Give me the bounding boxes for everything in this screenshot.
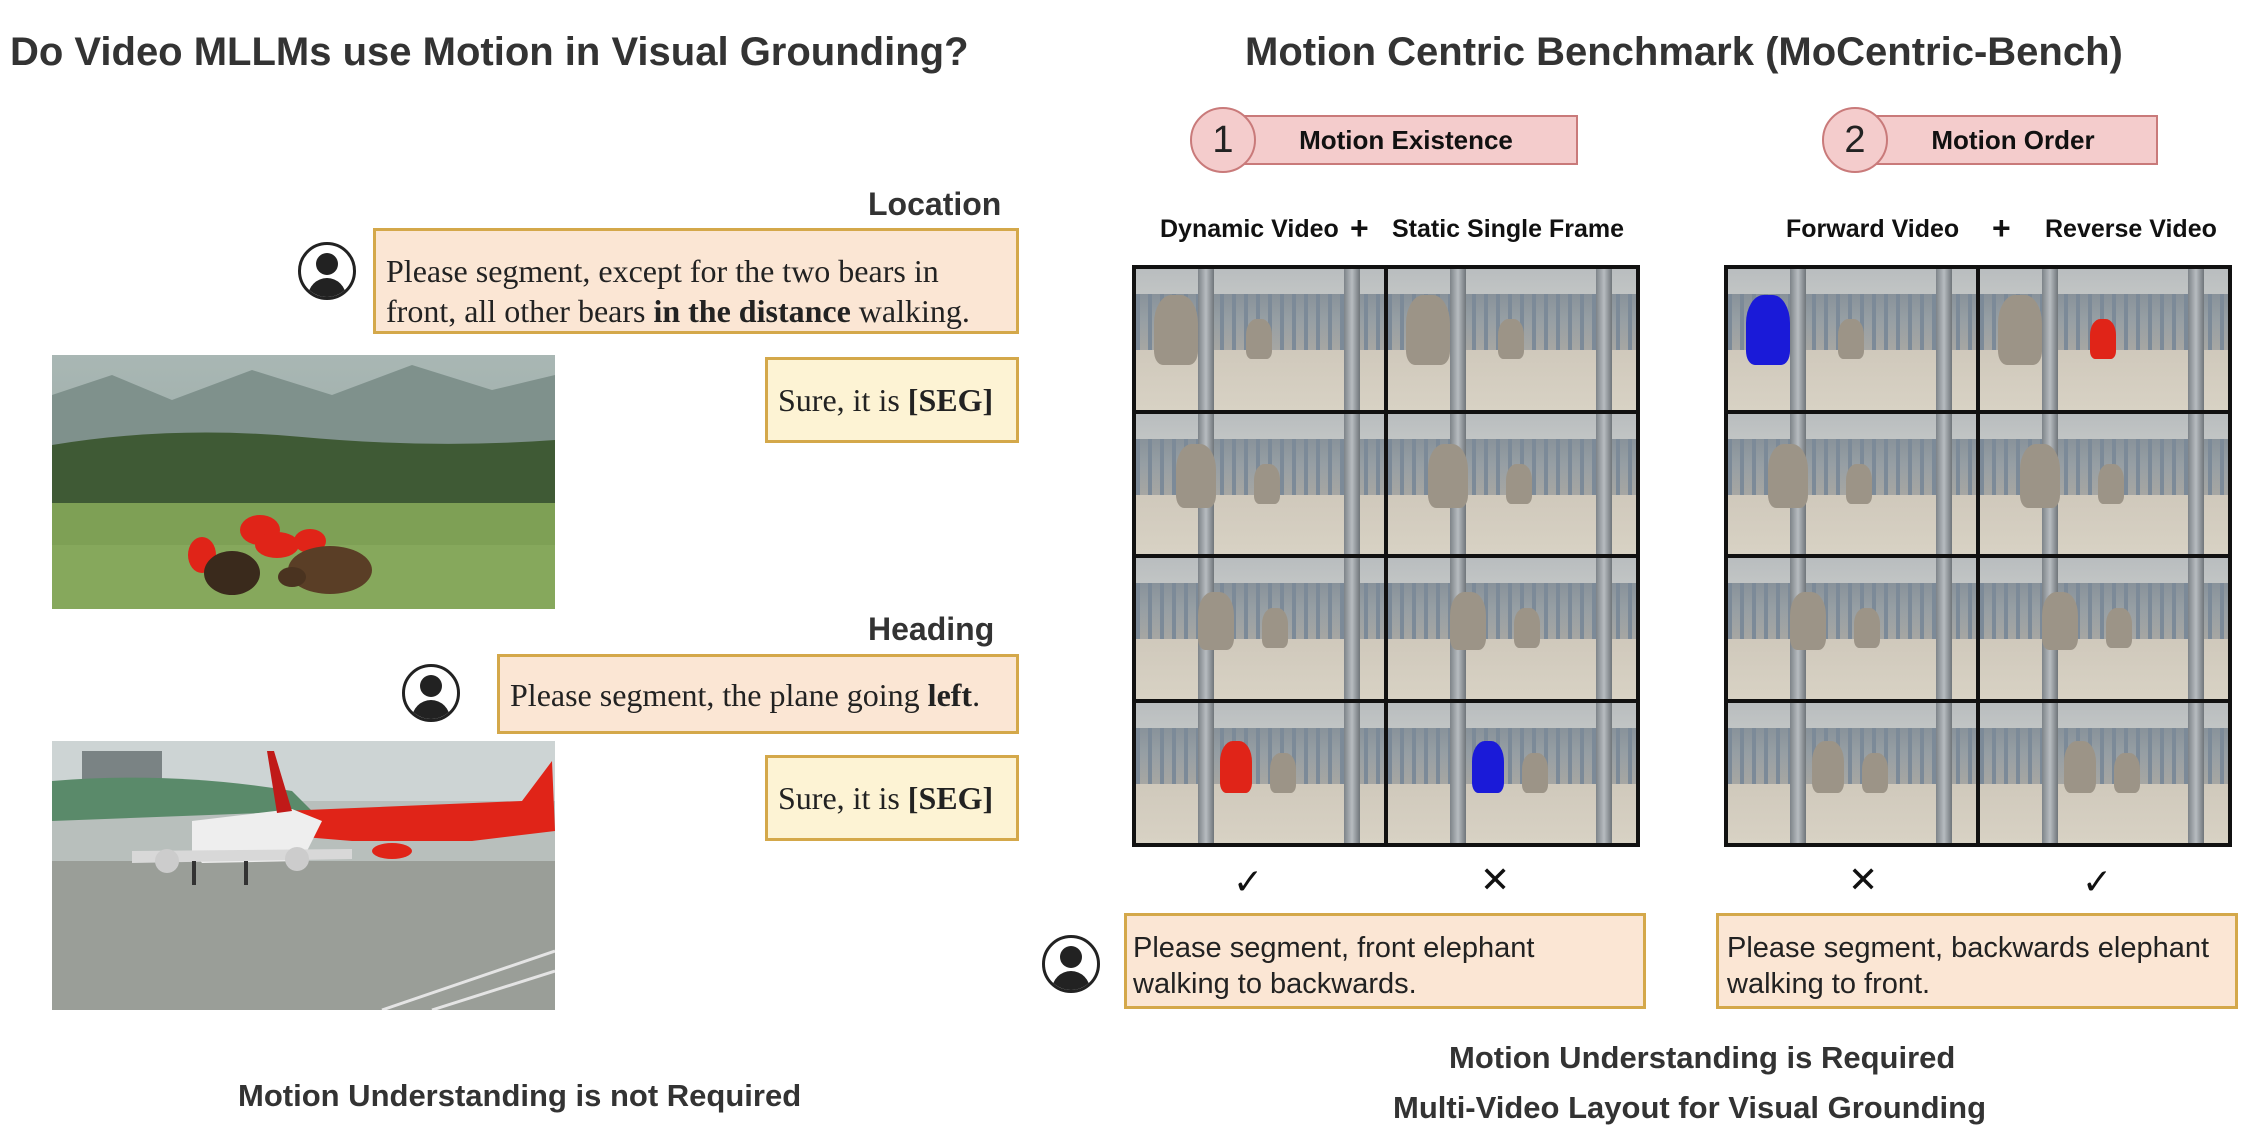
question-bubble-motion-existence: Please segment, front elephant walking t… <box>1124 913 1646 1009</box>
step-number-1: 1 <box>1190 107 1256 173</box>
elephant <box>2042 592 2078 650</box>
elephant <box>2106 608 2132 648</box>
segmentation-mask <box>282 761 555 841</box>
elephant <box>1998 295 2042 365</box>
left-footer: Motion Understanding is not Required <box>238 1078 802 1113</box>
elephant <box>1270 752 1296 793</box>
elephant <box>2098 463 2124 504</box>
step-number-2: 2 <box>1822 107 1888 173</box>
elephant <box>1838 319 1864 359</box>
right-title: Motion Centric Benchmark (MoCentric-Benc… <box>1245 30 2123 74</box>
cross-icon: ✕ <box>1480 860 1511 901</box>
video-frame <box>1980 413 2228 554</box>
user-icon <box>402 664 460 722</box>
question-text: Please segment, except for the two bears… <box>386 253 939 329</box>
video-frame <box>1388 558 1636 699</box>
video-frame <box>1388 702 1636 843</box>
video-frame <box>1728 413 1976 554</box>
elephant <box>1812 740 1844 793</box>
elephant <box>1790 592 1826 650</box>
seg-token: [SEG] <box>907 780 994 816</box>
video-frame <box>1980 558 2228 699</box>
video-frame <box>1980 702 2228 843</box>
col-reverse-video: Reverse Video <box>2045 215 2217 243</box>
answer-bubble-location: Sure, it is [SEG] <box>765 357 1019 443</box>
elephant <box>2020 443 2060 508</box>
question-text-end: . <box>972 677 981 713</box>
seg-token: [SEG] <box>907 382 994 418</box>
right-footer-line2: Multi-Video Layout for Visual Grounding <box>1393 1090 1987 1125</box>
plus-symbol: + <box>1350 210 1369 246</box>
elephant <box>1862 752 1888 793</box>
video-frame <box>1980 269 2228 410</box>
question-bubble-motion-order: Please segment, backwards elephant walki… <box>1716 913 2238 1009</box>
col-forward-video: Forward Video <box>1786 215 1960 243</box>
video-frame <box>1388 269 1636 410</box>
plane-video-frame <box>52 741 555 1010</box>
question-bubble-heading: Please segment, the plane going left. <box>497 654 1019 734</box>
answer-bubble-heading: Sure, it is [SEG] <box>765 755 1019 841</box>
video-frame <box>1136 558 1384 699</box>
elephant <box>2090 319 2116 359</box>
elephant <box>1746 295 1790 365</box>
elephant <box>1768 443 1808 508</box>
elephant <box>1406 295 1450 365</box>
right-footer-line1: Motion Understanding is Required <box>1449 1040 1956 1075</box>
bear <box>204 551 260 595</box>
check-icon: ✓ <box>2082 862 2113 903</box>
elephant <box>1254 463 1280 504</box>
col-dynamic-video: Dynamic Video <box>1160 215 1339 243</box>
question-bubble-location: Please segment, except for the two bears… <box>373 228 1019 334</box>
bear-video-frame <box>52 355 555 609</box>
elephant <box>1220 740 1252 793</box>
elephant <box>1246 319 1272 359</box>
step-label-motion-order: Motion Order <box>1868 115 2158 165</box>
elephant <box>2064 740 2096 793</box>
plus-symbol: + <box>1992 210 2011 246</box>
plane <box>192 809 322 863</box>
elephant <box>1854 608 1880 648</box>
question-emphasis: left <box>927 677 973 713</box>
elephant <box>1450 592 1486 650</box>
answer-text: Sure, it is <box>778 382 908 418</box>
cross-icon: ✕ <box>1848 860 1879 901</box>
step-label-motion-existence: Motion Existence <box>1234 115 1578 165</box>
elephant <box>1846 463 1872 504</box>
elephant <box>1472 740 1504 793</box>
user-icon <box>298 242 356 300</box>
elephant <box>1506 463 1532 504</box>
elephant <box>1176 443 1216 508</box>
video-frame <box>1728 702 1976 843</box>
question-emphasis: in the distance <box>653 293 851 329</box>
answer-text: Sure, it is <box>778 780 908 816</box>
video-frame <box>1136 702 1384 843</box>
location-label: Location <box>868 186 1002 222</box>
elephant <box>1428 443 1468 508</box>
elephant <box>1198 592 1234 650</box>
video-frame <box>1136 269 1384 410</box>
elephant <box>2114 752 2140 793</box>
video-grid-motion-existence <box>1132 265 1640 847</box>
video-grid-motion-order <box>1724 265 2232 847</box>
elephant <box>1154 295 1198 365</box>
question-text-end: walking. <box>850 293 970 329</box>
elephant <box>1498 319 1524 359</box>
user-icon <box>1042 935 1100 993</box>
check-icon: ✓ <box>1233 862 1264 903</box>
video-frame <box>1728 269 1976 410</box>
left-title: Do Video MLLMs use Motion in Visual Grou… <box>10 30 969 74</box>
question-text: Please segment, the plane going <box>510 677 928 713</box>
video-frame <box>1136 413 1384 554</box>
video-frame <box>1388 413 1636 554</box>
heading-label: Heading <box>868 611 995 647</box>
elephant <box>1514 608 1540 648</box>
video-frame <box>1728 558 1976 699</box>
elephant <box>1522 752 1548 793</box>
elephant <box>1262 608 1288 648</box>
col-static-frame: Static Single Frame <box>1392 215 1625 243</box>
